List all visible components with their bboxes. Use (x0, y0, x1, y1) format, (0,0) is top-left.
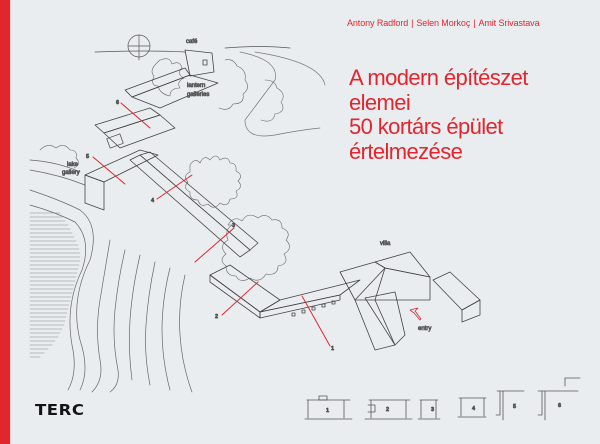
title-line-3: 50 kortárs épület (349, 114, 503, 139)
author-3: Amit Srivastava (478, 18, 540, 28)
section-diagrams (304, 377, 581, 421)
section-6: 6 (558, 403, 561, 409)
callout-2: 2 (215, 314, 218, 320)
author-2: Selen Morkoç (416, 18, 471, 28)
label-gallery: gallery (62, 170, 80, 176)
spine-edge (10, 0, 11, 444)
title-line-4: értelmezése (349, 138, 463, 164)
publisher-logo: TERC (35, 401, 85, 419)
callout-4: 4 (151, 198, 155, 204)
callout-6: 6 (116, 100, 119, 106)
callout-3: 3 (232, 223, 235, 229)
gallery-buildings (84, 49, 361, 319)
author-1: Antony Radford (347, 18, 409, 28)
section-1: 1 (326, 408, 329, 414)
section-5: 5 (513, 404, 516, 410)
villa-building (339, 251, 481, 351)
title-line-2: elemei (349, 89, 411, 115)
author-separator: | (411, 18, 414, 28)
callout-1: 1 (331, 346, 334, 352)
callout-5: 5 (86, 154, 89, 160)
label-lantern: lantern (187, 83, 205, 89)
section-2: 2 (386, 407, 389, 413)
red-spine-strip (0, 0, 10, 444)
label-cafe: café (186, 39, 198, 45)
title-line-1: A modern építészet (349, 65, 528, 90)
section-4: 4 (472, 406, 476, 412)
label-villa: villa (380, 241, 391, 247)
contour-lines (29, 159, 193, 393)
label-entry: entry (418, 326, 431, 332)
lake-hatching (29, 212, 81, 358)
section-3: 3 (431, 407, 434, 413)
label-lake: lake (67, 162, 79, 168)
tree-canopies (39, 58, 290, 281)
entry-arrow-icon (409, 307, 422, 321)
callout-lines (92, 102, 331, 347)
author-separator: | (473, 18, 476, 28)
compass-icon (127, 34, 151, 61)
authors-line: Antony Radford|Selen Morkoç|Amit Srivast… (347, 18, 540, 28)
book-title: A modern építészet elemei 50 kortárs épü… (349, 65, 528, 164)
label-galleries: galleries (187, 92, 209, 98)
